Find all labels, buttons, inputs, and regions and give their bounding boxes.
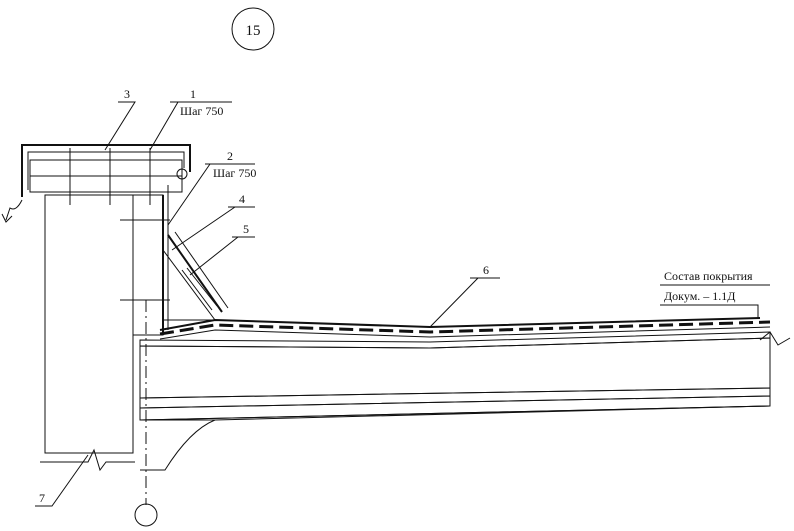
detail-number-marker: 15 — [231, 7, 275, 51]
callout-3-label: 3 — [124, 87, 130, 101]
callout-2-label: 2 — [227, 149, 233, 163]
screed-layer — [139, 331, 771, 349]
roof-composition-note: Состав покрытия Докум. – 1.1Д — [660, 269, 770, 303]
detail-number: 15 — [246, 23, 261, 39]
fillet-membrane — [162, 231, 229, 321]
axis-marker — [134, 300, 158, 527]
insulation-layer — [139, 337, 771, 399]
callout-5-label: 5 — [243, 222, 249, 236]
parapet-wall — [40, 194, 135, 472]
callout-1-note: Шаг 750 — [180, 104, 223, 118]
callout-2-note: Шаг 750 — [213, 166, 256, 180]
roof-note-line2: Докум. – 1.1Д — [664, 289, 735, 303]
callout-6-label: 6 — [483, 263, 489, 277]
roof-break-mark — [759, 331, 791, 346]
callout-labels: 3 1 Шаг 750 2 Шаг 750 4 5 6 7 — [39, 87, 489, 505]
callout-7-label: 7 — [39, 491, 45, 505]
callout-1-label: 1 — [190, 87, 196, 101]
parapet-cap — [1, 144, 191, 223]
callout-leaders — [35, 101, 759, 507]
roof-note-line1: Состав покрытия — [664, 269, 753, 283]
callout-4-label: 4 — [239, 192, 245, 206]
roof-membrane — [159, 317, 771, 340]
slab-layers — [139, 387, 771, 471]
